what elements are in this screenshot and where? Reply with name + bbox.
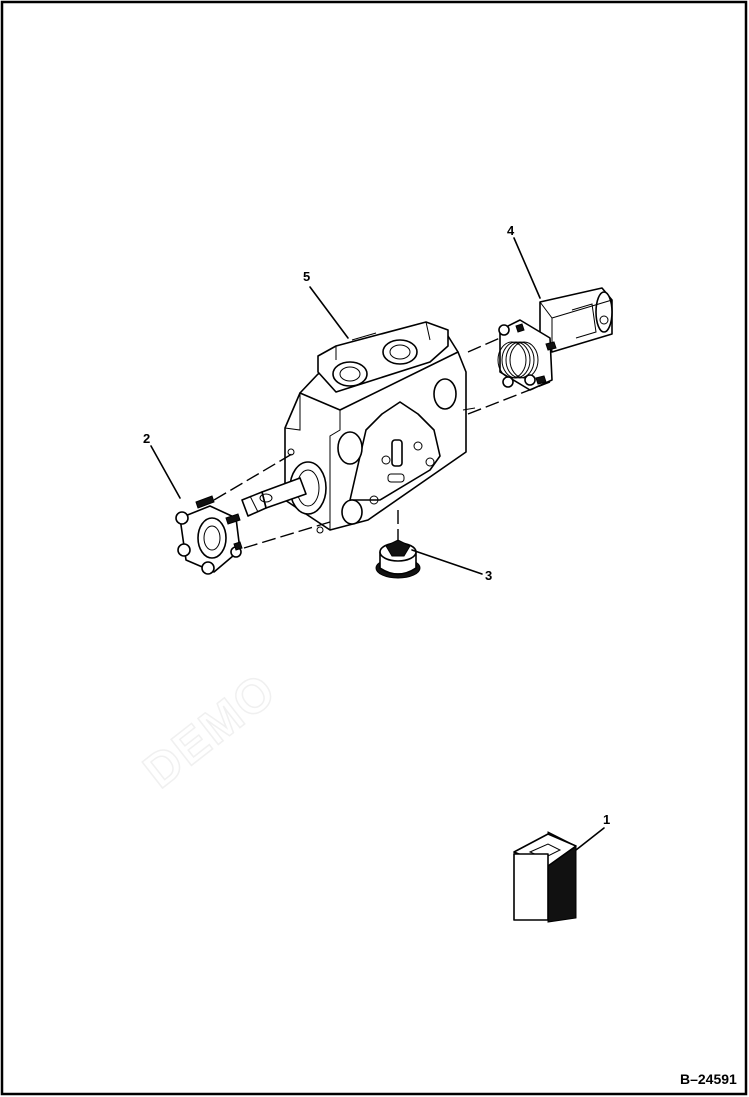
leader-lines	[150, 237, 605, 851]
assembly-lines	[213, 337, 551, 549]
callout-2: 2	[143, 431, 150, 446]
callout-5: 5	[303, 269, 310, 284]
plug-part	[375, 539, 421, 579]
callout-1: 1	[603, 812, 610, 827]
end-cap-assembly	[175, 495, 243, 575]
kit-box-part	[513, 831, 577, 923]
figure-id: B–24591	[680, 1071, 737, 1087]
callout-4: 4	[507, 223, 515, 238]
watermark: DEMO	[134, 663, 286, 798]
callout-3: 3	[485, 568, 492, 583]
valve-section-body	[241, 321, 476, 534]
spring-cap-assembly	[497, 287, 613, 391]
